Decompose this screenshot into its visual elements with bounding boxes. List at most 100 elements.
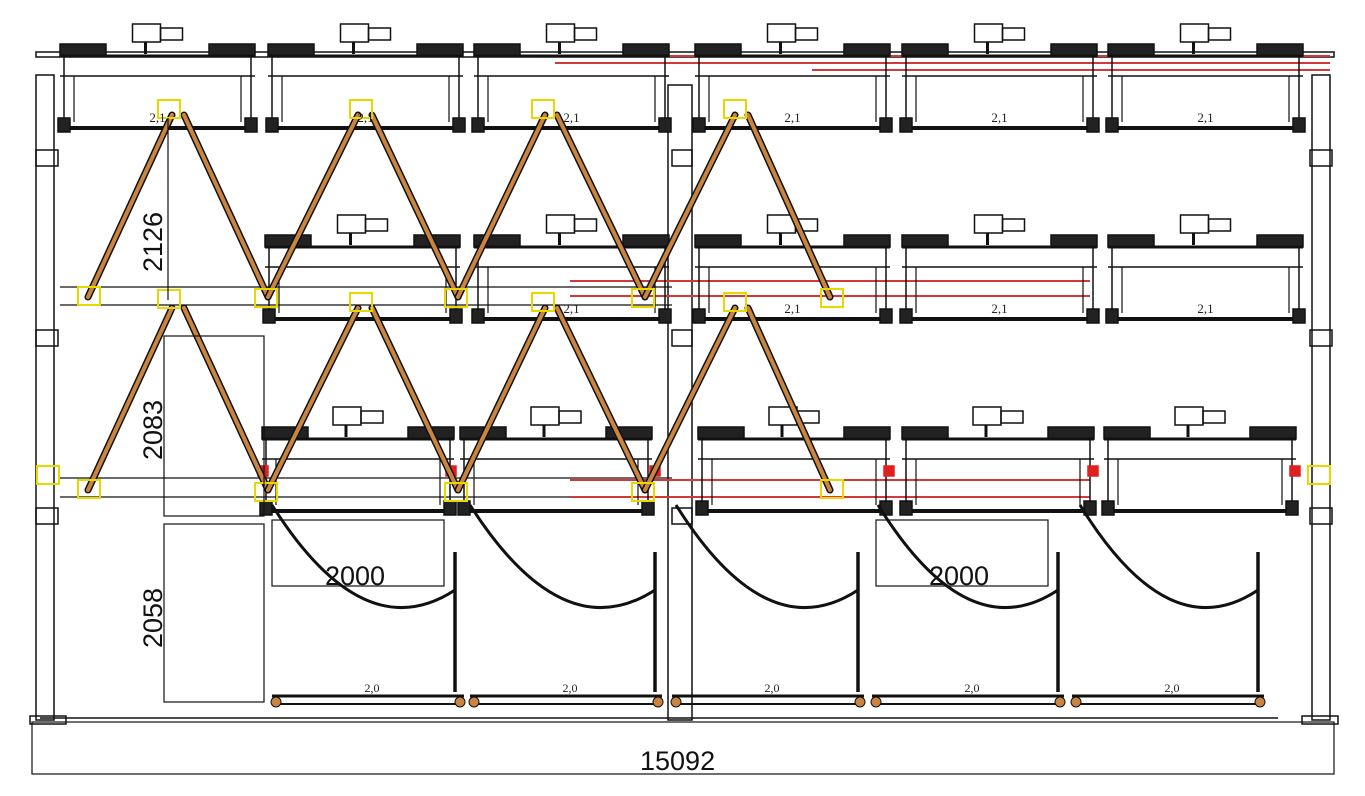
drive-motor: [1174, 406, 1204, 426]
inclined-link-bar: [182, 306, 270, 492]
return-drum-left: [899, 117, 913, 133]
conveyor-module: [471, 214, 672, 324]
end-drum-right: [1256, 234, 1304, 248]
return-drum-left: [899, 500, 913, 516]
drive-motor: [545, 23, 576, 43]
motor-gearbox: [360, 410, 384, 424]
drive-motor: [336, 214, 367, 234]
pivot-marker: [820, 288, 844, 308]
motor-gearbox: [1000, 410, 1024, 424]
pivot-marker: [723, 99, 747, 119]
motor-gearbox: [573, 27, 598, 41]
conveyor-module: [899, 214, 1100, 324]
drive-motor: [332, 406, 362, 426]
end-drum-left: [697, 426, 745, 440]
motor-gearbox: [1001, 218, 1026, 232]
return-drum-right: [244, 117, 258, 133]
floor-drum: [1054, 696, 1066, 708]
floor-drum: [468, 696, 480, 708]
motor-gearbox: [367, 27, 392, 41]
module-capacity-label: 2,1: [1197, 110, 1213, 125]
conveyor-module: [692, 214, 893, 324]
motor-gearbox: [1207, 218, 1232, 232]
module-capacity-label: 2,1: [991, 110, 1007, 125]
end-drum-left: [59, 43, 107, 57]
right-base-plate: [1301, 715, 1339, 725]
end-drum-left: [1107, 43, 1155, 57]
inclined-link-bar: [86, 306, 174, 492]
lower-span-dimension-right: 2000: [929, 561, 990, 591]
return-drum-left: [57, 117, 71, 133]
pivot-marker: [531, 99, 555, 119]
motor-gearbox: [1207, 27, 1232, 41]
drive-motor: [1179, 23, 1210, 43]
module-capacity-label: 2,1: [149, 110, 165, 125]
end-drum-left: [1103, 426, 1151, 440]
return-drum-left: [471, 117, 485, 133]
return-drum-right: [1292, 308, 1306, 324]
column-bracket-right: [1309, 507, 1333, 525]
return-drum-right: [452, 117, 466, 133]
column-bracket-left: [35, 149, 59, 167]
transfer-curve: [1078, 504, 1259, 609]
floor-module-label: 2,0: [965, 681, 980, 695]
end-drum-right: [622, 43, 670, 57]
floor-drum: [854, 696, 866, 708]
conveyor-module: [1105, 23, 1306, 133]
total-width-dimension: 15092: [640, 746, 716, 776]
return-drum-right: [449, 308, 463, 324]
drive-motor: [973, 23, 1004, 43]
return-drum-left: [471, 308, 485, 324]
drive-motor: [530, 406, 560, 426]
return-drum-right: [1083, 500, 1097, 516]
pivot-marker: [444, 482, 468, 502]
pivot-marker: [349, 99, 373, 119]
conveyor-module: [899, 406, 1097, 516]
return-drum-right: [1285, 500, 1299, 516]
end-drum-right: [622, 234, 670, 248]
return-drum-right: [641, 500, 655, 516]
inclined-link-bar: [555, 306, 647, 492]
floor-module-label: 2,0: [563, 681, 578, 695]
bottom-tier-height-dimension: 2058: [138, 587, 168, 648]
pivot-marker: [531, 292, 555, 312]
return-drum-left: [1105, 308, 1119, 324]
pivot-marker: [631, 482, 655, 502]
bottom-tier-height-dimension-line: [163, 523, 265, 703]
end-drum-right: [1050, 43, 1098, 57]
motor-gearbox: [364, 218, 389, 232]
lower-span-dimension-line-left: [271, 519, 445, 587]
column-bracket-center: [671, 507, 693, 525]
column-bracket-center: [671, 329, 693, 347]
inclined-link-bar: [266, 113, 360, 299]
return-drum-right: [1086, 117, 1100, 133]
end-drum-right: [843, 234, 891, 248]
column-bracket-right: [1309, 149, 1333, 167]
return-drum-right: [443, 500, 457, 516]
drive-motor: [766, 23, 797, 43]
drive-motor: [339, 23, 370, 43]
floor-conveyor: [468, 694, 664, 708]
end-drum-left: [264, 234, 312, 248]
lower-span-dimension-line-right: [875, 519, 1049, 587]
pivot-marker: [36, 465, 60, 485]
right-column: [1311, 74, 1331, 721]
transfer-curve: [674, 504, 859, 609]
stop-block: [883, 465, 895, 477]
conveyor-module: [262, 214, 463, 324]
end-drum-left: [473, 43, 521, 57]
inclined-link-bar: [643, 306, 737, 492]
end-drum-left: [267, 43, 315, 57]
left-base-plate: [29, 715, 67, 725]
floor-drum: [670, 696, 682, 708]
end-drum-right: [416, 43, 464, 57]
floor-drum: [652, 696, 664, 708]
inclined-link-bar: [456, 113, 547, 299]
stop-block: [1289, 465, 1301, 477]
column-bracket-left: [35, 507, 59, 525]
conveyor-module: [1105, 214, 1306, 324]
conveyor-modules: [57, 23, 1306, 708]
conveyor-module: [265, 23, 466, 133]
end-drum-right: [843, 43, 891, 57]
